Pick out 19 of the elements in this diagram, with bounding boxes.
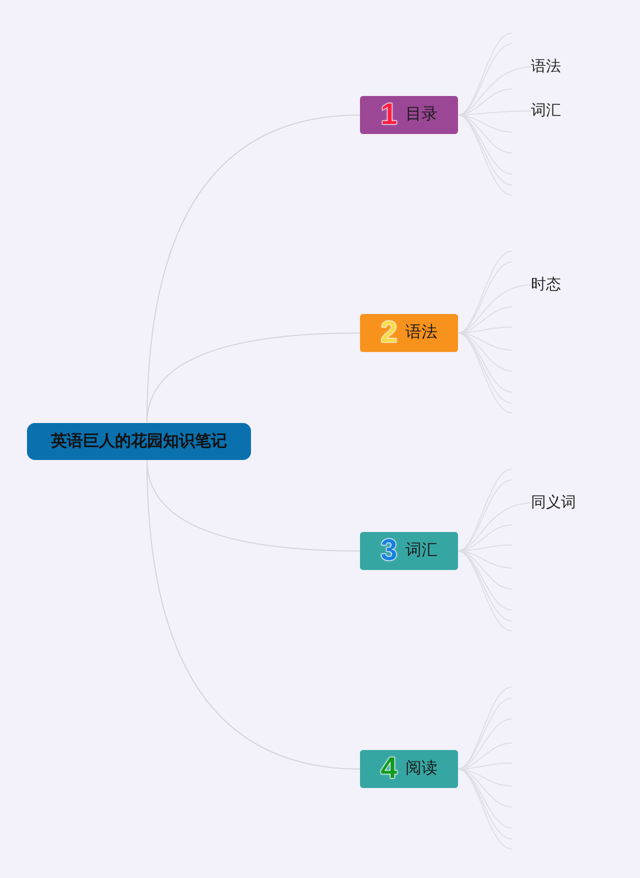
subtopic-label: 同义词 bbox=[531, 496, 576, 510]
topic-box bbox=[360, 750, 458, 788]
topic-label: 词汇 bbox=[405, 543, 438, 559]
topic-label: 语法 bbox=[405, 325, 438, 341]
priority-number: 1 bbox=[380, 100, 398, 130]
connector-line bbox=[146, 332, 360, 424]
priority-number: 4 bbox=[380, 754, 398, 784]
priority-number: 3 bbox=[380, 536, 398, 566]
subtopic-label: 时态 bbox=[531, 278, 561, 292]
topic-box bbox=[360, 532, 458, 570]
priority-number: 2 bbox=[380, 318, 398, 348]
subtopic-label: 语法 bbox=[531, 60, 561, 74]
connector-line bbox=[146, 460, 360, 770]
subtopic-label: 词汇 bbox=[531, 104, 561, 118]
central-topic: 英语巨人的花园知识笔记 bbox=[27, 423, 251, 460]
topic-box bbox=[360, 314, 458, 352]
topic-box bbox=[360, 96, 458, 134]
topic-label: 阅读 bbox=[405, 761, 438, 777]
topic-label: 目录 bbox=[405, 107, 438, 123]
